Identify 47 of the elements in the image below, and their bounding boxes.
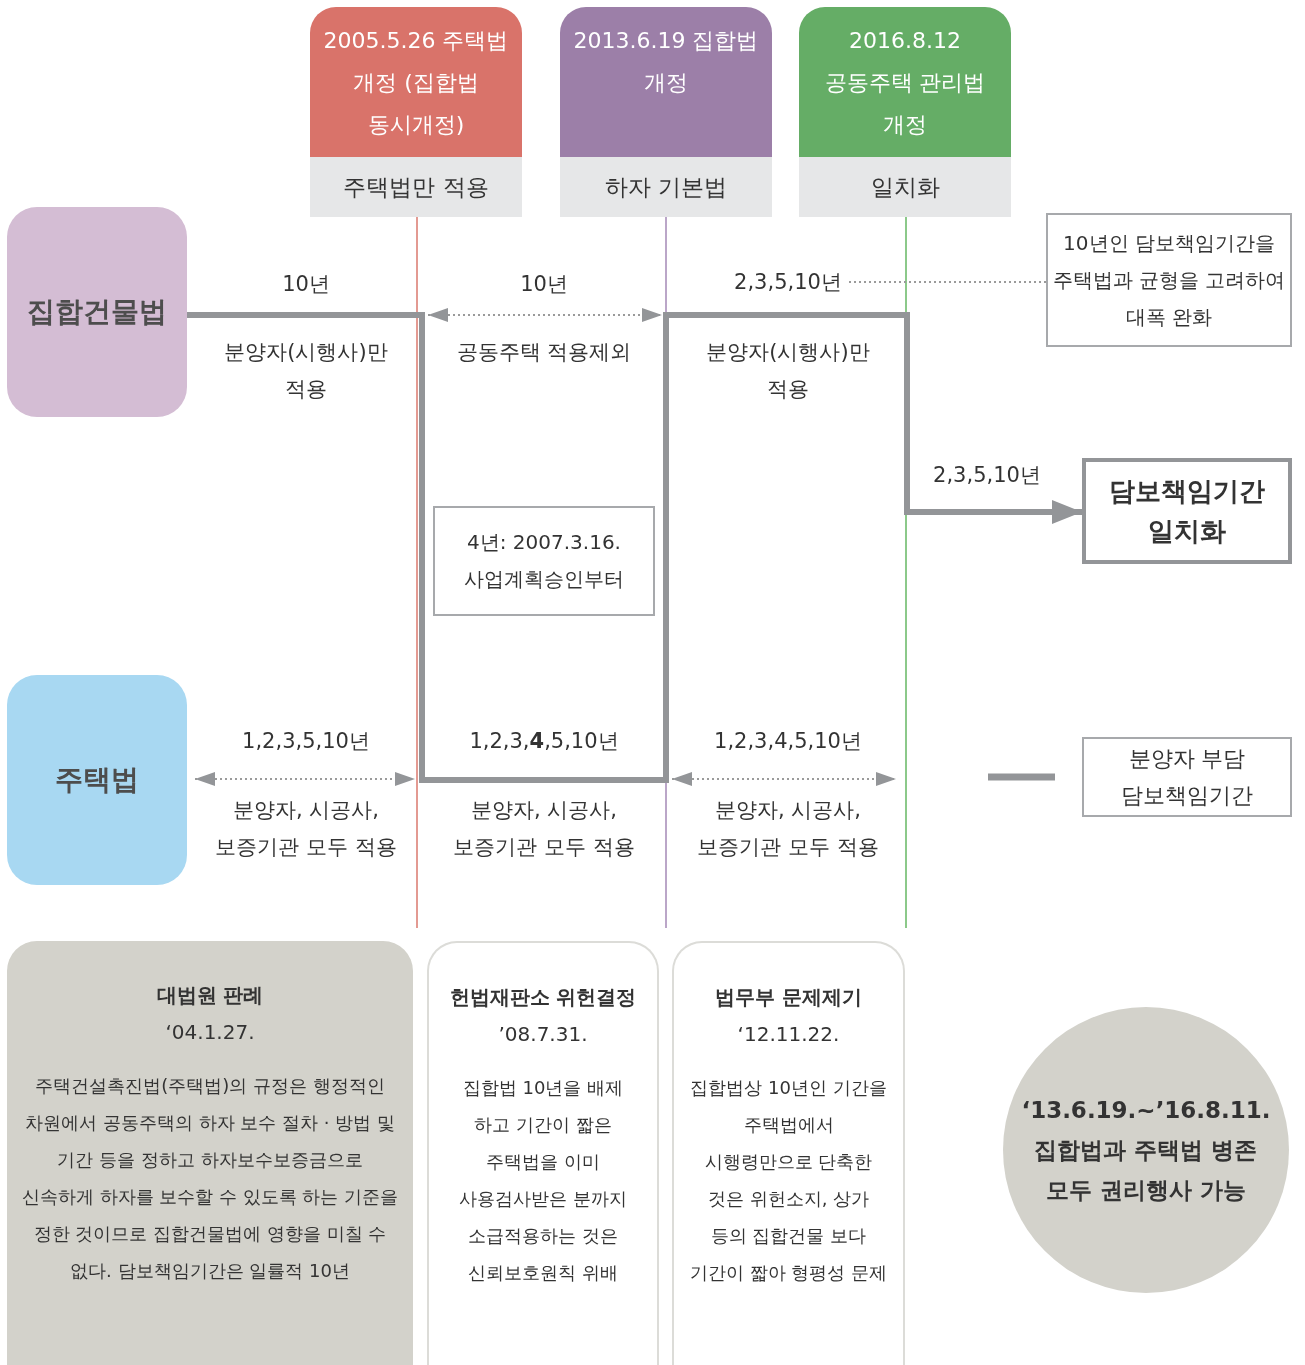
scope-label: 분양자, 시공사, 보증기관 모두 적용 (214, 797, 398, 861)
card-heading: 법무부 문제제기 (715, 984, 862, 1011)
note-box (433, 506, 655, 616)
law-box (7, 207, 187, 417)
card-date: ‘12.11.22. (737, 1021, 840, 1048)
law-name: 주택법 (55, 762, 139, 798)
scope-label: 분양자(시행사)만 적용 (705, 339, 871, 403)
amendment-title: 2013.6.19 집합법 개정 (572, 27, 760, 97)
card-body: 주택건설촉진법(주택법)의 규정은 행정적인 차원에서 공동주택의 하자 보수 절차 · 방법 및 기간 등을 정하고 하자보수보증금으로 신속하게 하자를 보수할 수 있도록 하는 기준을 정한 것이므로 집합건물법에 영향을 미칠 수 없다. 담보책임기간은 일률적 10년 (21, 1074, 399, 1283)
scope-label: 분양자(시행사)만 적용 (223, 339, 389, 403)
amendment-caption: 하자 기본법 (560, 157, 772, 217)
note-box (1046, 213, 1292, 347)
circle-text: ‘13.6.19.~’16.8.11. 집합법과 주택법 병존 모두 권리행사 가능 (1021, 1096, 1271, 1205)
card-heading: 헌법재판소 위헌결정 (449, 984, 637, 1011)
edge-label: 2,3,5,10년 (932, 462, 1042, 489)
card-body: 집합법 10년을 배제 하고 기간이 짧은 주택법을 이미 사용검사받은 분까지 소급적용하는 것은 신뢰보호원칙 위배 (458, 1076, 628, 1285)
card-date: ‘04.1.27. (165, 1019, 255, 1046)
law-name: 집합건물법 (27, 294, 167, 330)
period-label: 1,2,3,5,10년 (241, 728, 371, 755)
result-box (1082, 458, 1292, 564)
ruling-card (672, 941, 905, 1365)
amendment-card (799, 7, 1011, 217)
note-text: 4년: 2007.3.16. 사업계획승인부터 (463, 529, 625, 593)
amendment-title: 2005.5.26 주택법 개정 (집합법 동시개정) (322, 27, 510, 139)
note-text: 10년인 담보책임기간을 주택법과 균형을 고려하여 대폭 완화 (1052, 229, 1286, 331)
scope-label: 분양자, 시공사, 보증기관 모두 적용 (452, 797, 636, 861)
period-label: 1,2,3,4,5,10년 (468, 728, 620, 755)
amendment-card (310, 7, 522, 217)
amendment-title: 2016.8.12 공동주택 관리법 개정 (823, 27, 987, 139)
law-box (7, 675, 187, 885)
period-label: 1,2,3,4,5,10년 (713, 728, 863, 755)
amendment-caption: 일치화 (799, 157, 1011, 217)
legend-text: 분양자 부담 담보책임기간 (1120, 745, 1254, 810)
result-text: 담보책임기간 일치화 (1108, 475, 1266, 548)
leader-line (848, 281, 1047, 283)
period-label: 10년 (281, 271, 331, 298)
ruling-card (7, 941, 413, 1365)
scope-label: 분양자, 시공사, 보증기관 모두 적용 (696, 797, 880, 861)
card-body: 집합법상 10년인 기간을 주택법에서 시행령만으로 단축한 것은 위헌소지, 상가 등의 집합건물 보다 기간이 짧아 형평성 문제 (688, 1076, 889, 1285)
ruling-card (427, 941, 659, 1365)
card-date: ’08.7.31. (498, 1021, 588, 1048)
period-label: 10년 (519, 271, 569, 298)
card-heading: 대법원 판례 (156, 982, 264, 1009)
amendment-card (560, 7, 772, 217)
arrow (187, 312, 1082, 783)
amendment-caption: 주택법만 적용 (310, 157, 522, 217)
scope-label: 공동주택 적용제외 (455, 339, 633, 366)
